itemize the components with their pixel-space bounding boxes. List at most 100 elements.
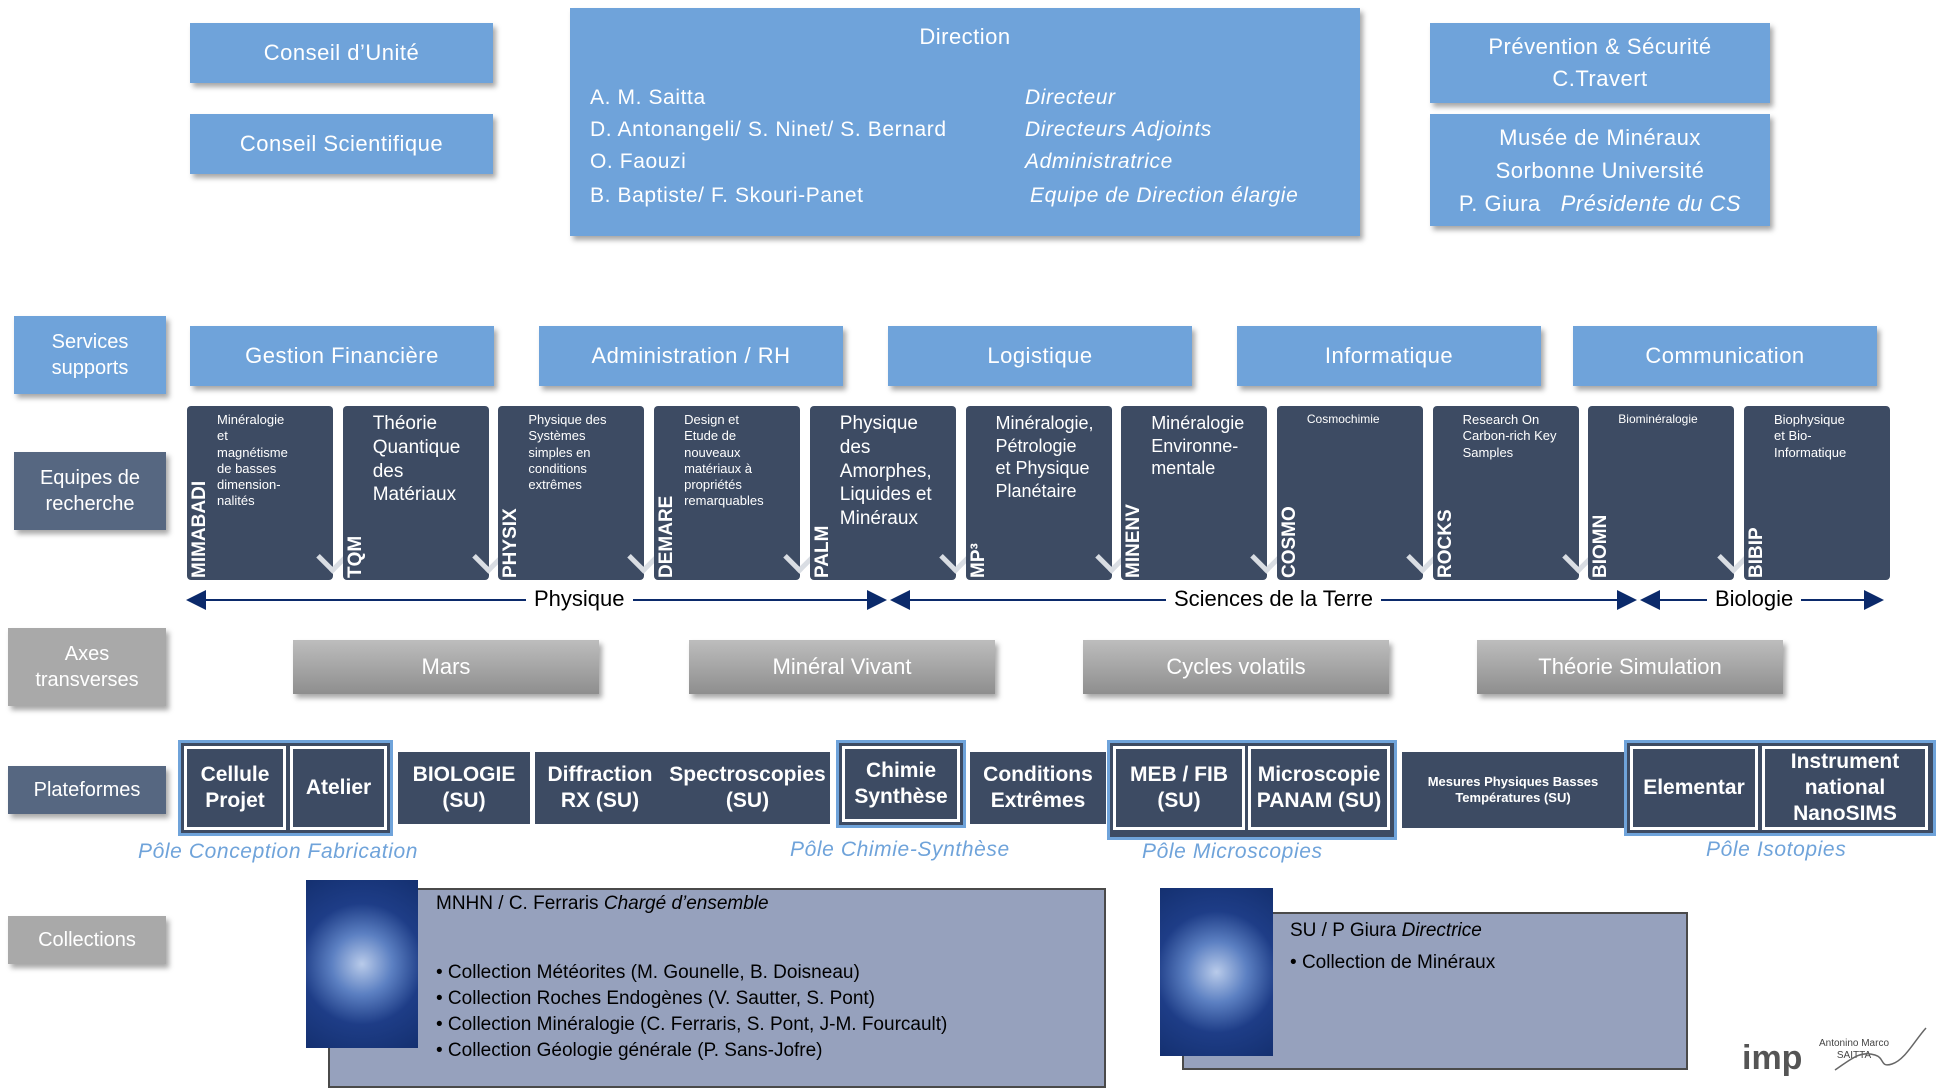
collection-item: • Collection Géologie générale (P. Sans-… [436,1040,823,1061]
side-label-axes: Axes transverses [8,628,166,706]
service-communication: Communication [1573,326,1877,386]
team-description: Biominéralogie [1618,412,1698,426]
conseil-scientifique-label: Conseil Scientifique [239,131,444,156]
team-bibip: BIBIP Biophysique et Bio- Informatique [1744,406,1890,580]
axis-label-physique: Physique [526,586,633,612]
team-demare: DEMARE Design et Etude de nouveaux matéri… [654,406,801,580]
team-description: Théorie Quantique des Matériaux [372,413,461,506]
direction-role-4: Equipe de Direction élargie [1030,184,1299,207]
team-cosmo: COSMO Cosmochimie [1276,406,1423,580]
pole-label-microscopies: Pôle Microscopies [1142,840,1323,863]
pole-label-chimie: Pôle Chimie-Synthèse [790,838,1010,861]
platform-biologie: BIOLOGIE (SU) [398,752,530,824]
side-label-collections: Collections [8,916,166,964]
service-gestion-financiere: Gestion Financière [190,326,494,386]
direction-role-1: Directeur [1025,86,1116,109]
team-rocks: ROCKS Research On Carbon-rich Key Samples [1432,406,1579,580]
conseil-unite-box: Conseil d’Unité [190,23,493,83]
musee-line1: Musée de Minéraux [1499,124,1701,150]
prevention-box: Prévention & Sécurité C.Travert [1430,23,1770,103]
team-description: Design et Etude de nouveaux matériaux à … [684,412,764,509]
team-code: BIOMN [1590,514,1612,578]
collection-su-item: • Collection de Minéraux [1290,952,1496,973]
direction-names-4: B. Baptiste/ F. Skouri-Panet [590,184,864,207]
platform-cellule-projet: Cellule Projet [184,746,286,830]
meteorite-image [306,880,418,1048]
team-biomn: BIOMN Biominéralogie [1588,406,1735,580]
team-code: MP³ [967,543,989,578]
team-code: COSMO [1278,506,1300,578]
team-physix: PHYSIX Physique des Systèmes simples en c… [498,406,645,580]
collection-item: • Collection Roches Endogènes (V. Sautte… [436,988,875,1009]
team-code: BIBIP [1746,527,1767,578]
platform-conditions-extremes: Conditions Extrêmes [970,752,1106,824]
axis-label-biologie: Biologie [1707,586,1802,612]
collection-su-header: SU / P Giura Directrice [1290,920,1482,941]
platform-instrument-nanosims: Instrument national NanoSIMS [1762,746,1928,830]
team-code: PHYSIX [500,508,522,578]
team-code: PALM [811,525,833,578]
service-logistique: Logistique [888,326,1192,386]
mineral-image [1160,888,1273,1056]
signature-name: Antonino Marco SAITTA [1818,1038,1890,1061]
platform-chimie-synthese: Chimie Synthèse [842,746,960,822]
team-code: MIMABADI [189,480,210,578]
axis-mineral-vivant: Minéral Vivant [689,640,995,694]
platform-diffraction: Diffraction RX (SU) [535,752,665,824]
direction-box: Direction A. M. Saitta Directeur D. Anto… [570,8,1360,236]
platform-microscopie-panam: Microscopie PANAM (SU) [1248,746,1390,830]
direction-role-2: Directeurs Adjoints [1025,118,1212,141]
handwritten-signature [1834,1027,1927,1071]
team-description: Minéralogie et magnétisme de basses dime… [217,412,288,509]
team-mimabadi: MIMABADI Minéralogie et magnétisme de bas… [187,406,333,580]
direction-role-3: Administratrice [1025,150,1173,173]
pole-label-isotopies: Pôle Isotopies [1706,838,1847,861]
platform-meb-fib: MEB / FIB (SU) [1113,746,1245,830]
axis-theorie-simulation: Théorie Simulation [1477,640,1783,694]
direction-names-3: O. Faouzi [590,150,687,173]
platform-spectroscopies: Spectroscopies (SU) [665,752,830,824]
team-description: Minéralogie Environne- mentale [1151,413,1245,478]
axis-mars: Mars [293,640,599,694]
side-label-plateformes: Plateformes [8,766,166,814]
team-code: DEMARE [656,495,678,578]
direction-names-2: D. Antonangeli/ S. Ninet/ S. Bernard [590,118,947,141]
axis-cycles-volatils: Cycles volatils [1083,640,1389,694]
conseil-scientifique-box: Conseil Scientifique [190,114,493,174]
team-code: ROCKS [1434,509,1456,578]
side-label-services: Services supports [14,316,166,394]
musee-line3: P. Giura Présidente du CS [1459,187,1741,220]
service-administration-rh: Administration / RH [539,326,843,386]
collection-mnhn-header: MNHN / C. Ferraris Chargé d’ensemble [436,893,769,914]
team-tqm: TQM Théorie Quantique des Matériaux [342,406,489,580]
pole-label-conception: Pôle Conception Fabrication [138,840,419,863]
musee-president-role: Présidente du CS [1560,190,1742,216]
platform-atelier: Atelier [290,746,387,830]
team-code: TQM [344,535,366,578]
team-description: Biophysique et Bio- Informatique [1774,412,1847,460]
collection-item: • Collection Météorites (M. Gounelle, B.… [436,962,860,983]
axis-label-sciences-terre: Sciences de la Terre [1166,586,1381,612]
team-description: Cosmochimie [1306,412,1380,426]
prevention-line2: C.Travert [1552,66,1648,91]
collection-item: • Collection Minéralogie (C. Ferraris, S… [436,1014,948,1035]
team-description: Physique des Systèmes simples en conditi… [528,412,607,492]
platform-elementar: Elementar [1630,746,1758,830]
direction-title: Direction [919,24,1011,49]
direction-names-1: A. M. Saitta [590,86,706,109]
team-mp: MP³ Minéralogie, Pétrologie et Physique P… [965,406,1112,580]
platform-mesures-basses-temperatures: Mesures Physiques Basses Températures (S… [1402,752,1624,828]
discipline-axis-arrows [186,590,1884,610]
conseil-unite-label: Conseil d’Unité [263,40,420,65]
team-description: Physique des Amorphes, Liquides et Minér… [839,413,932,529]
side-label-equipes: Equipes de recherche [14,452,166,530]
team-description: Minéralogie, Pétrologie et Physique Plan… [995,413,1094,501]
musee-box: Musée de Minéraux Sorbonne Université P.… [1430,114,1770,226]
prevention-line1: Prévention & Sécurité [1488,34,1712,60]
musee-line2: Sorbonne Université [1495,157,1705,183]
impmc-logo: imp [1742,1039,1803,1077]
musee-president-name: P. Giura [1458,190,1541,216]
team-description: Research On Carbon-rich Key Samples [1462,412,1557,460]
team-palm: PALM Physique des Amorphes, Liquides et M… [809,406,956,580]
